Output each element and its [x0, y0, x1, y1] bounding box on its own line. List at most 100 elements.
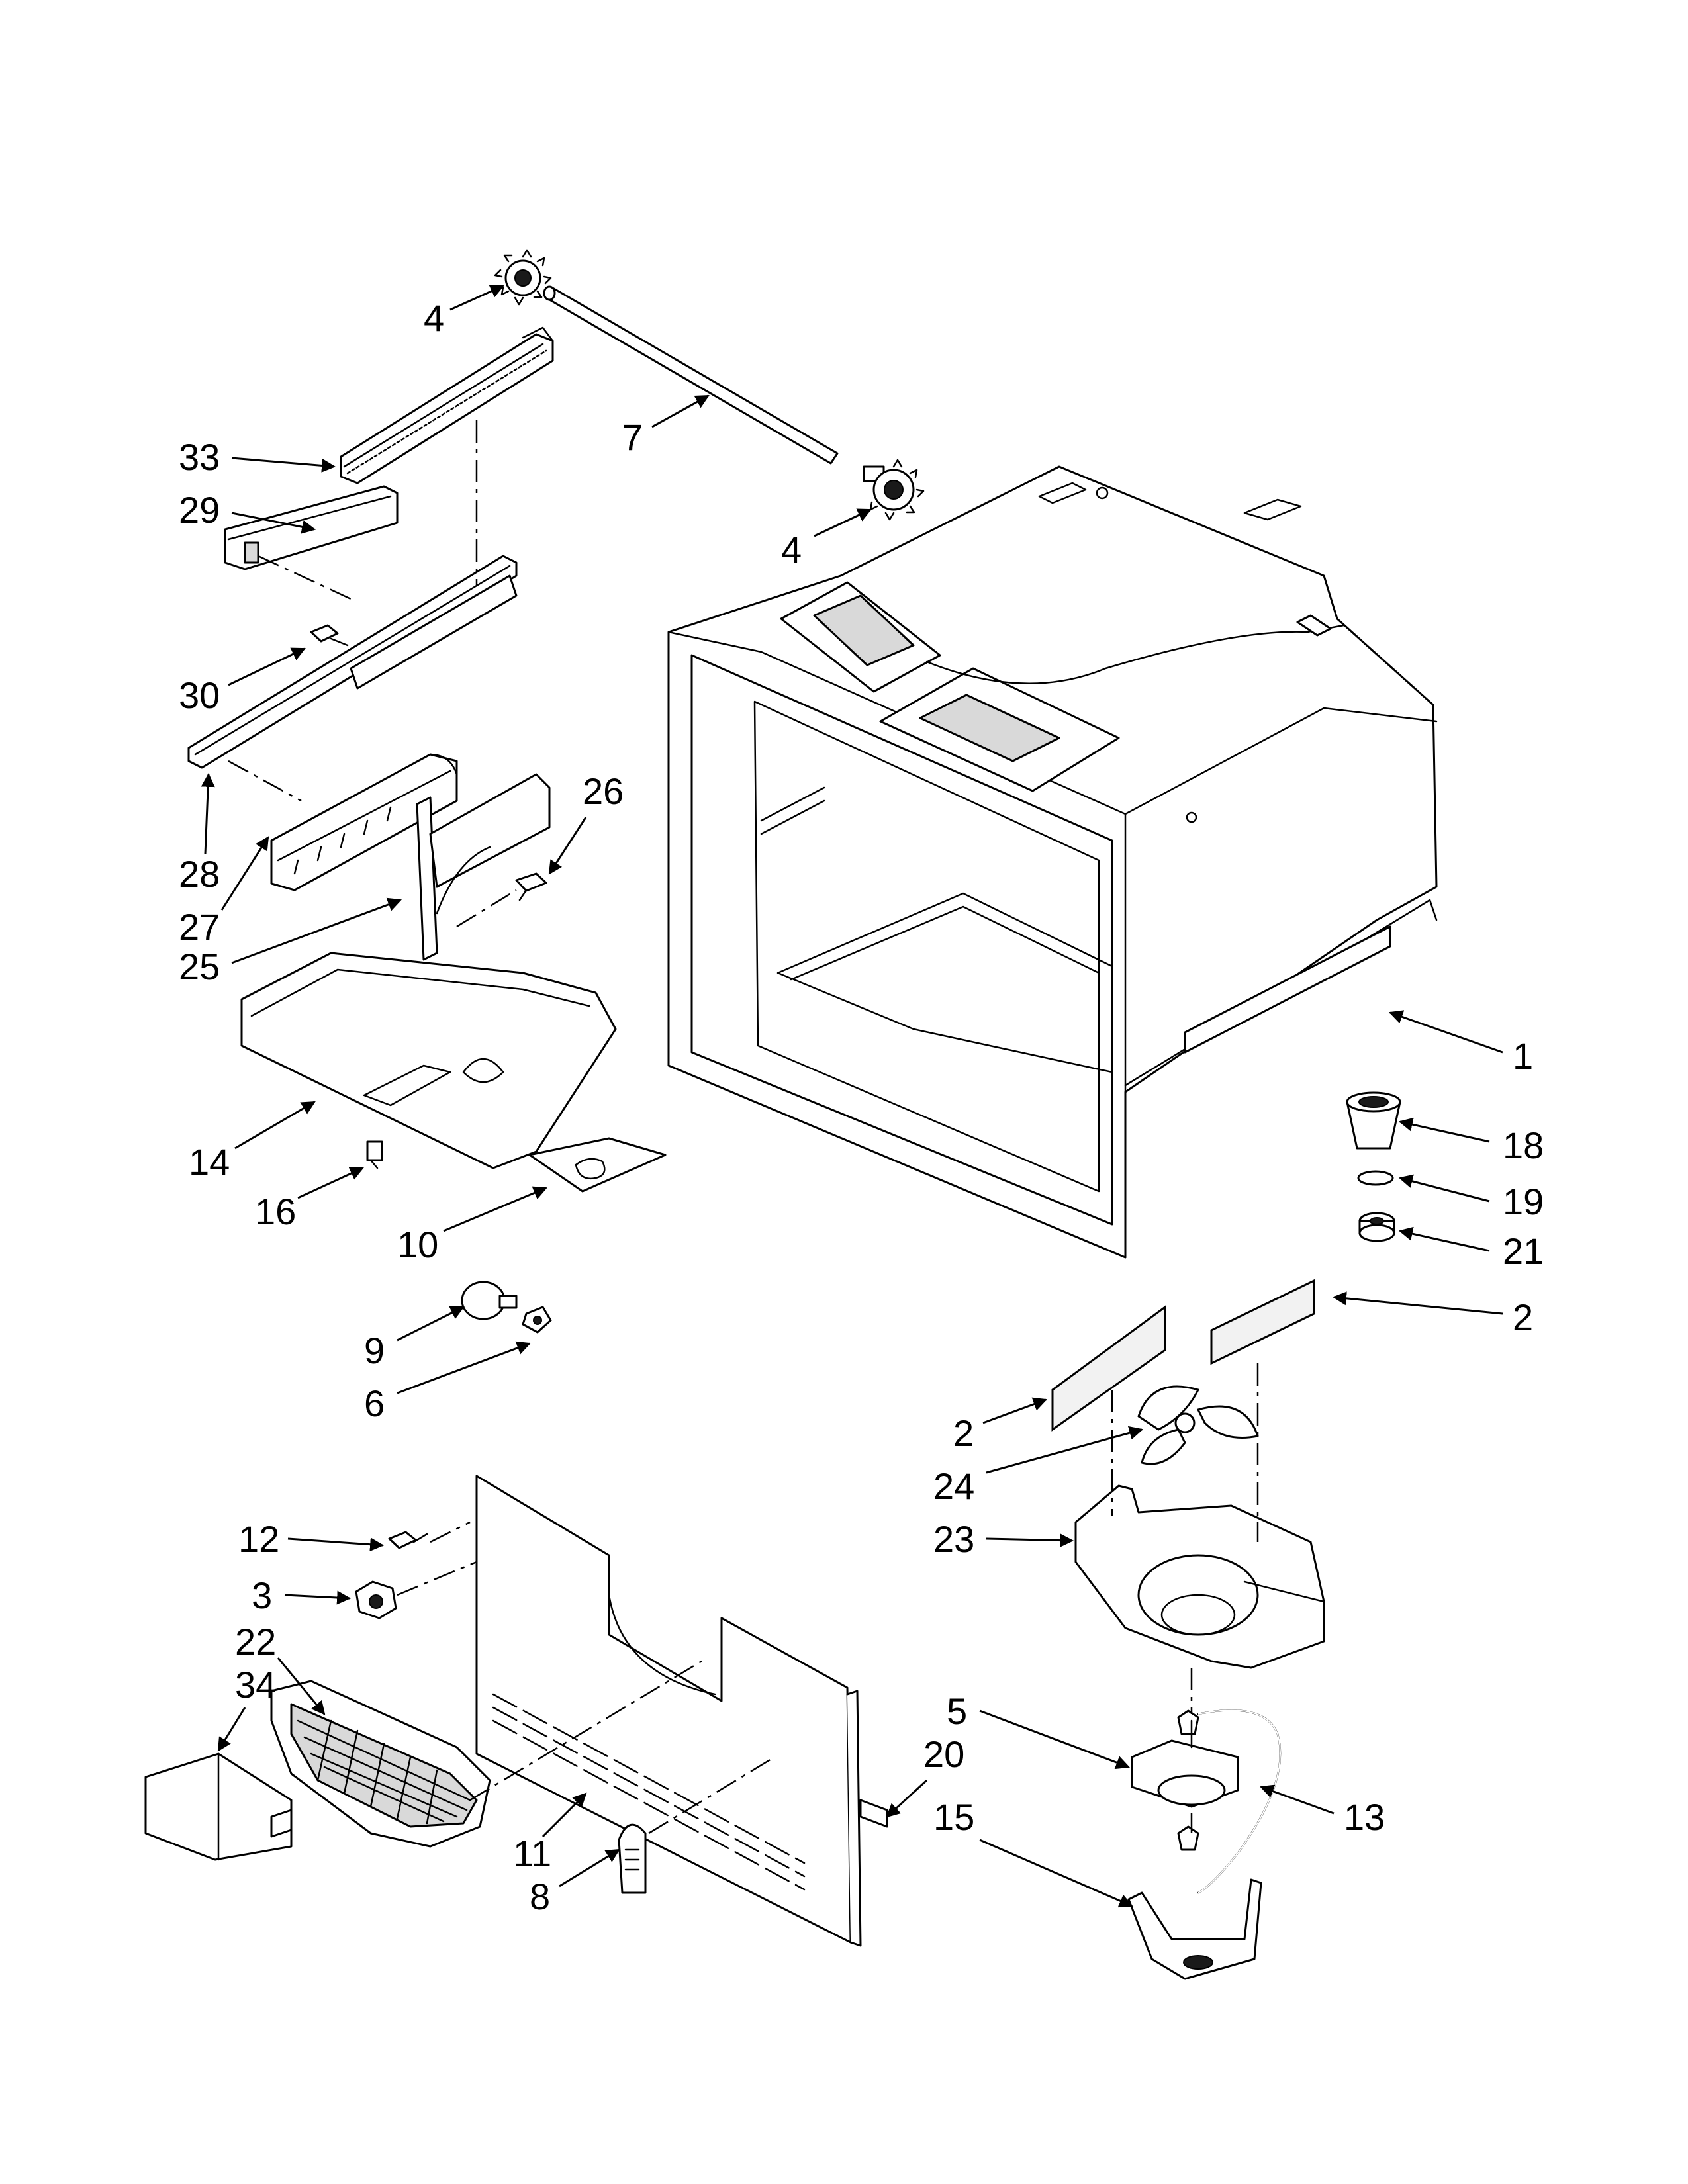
light-switch	[355, 1580, 397, 1619]
label-sheet	[528, 1137, 667, 1193]
fan-motor	[1131, 1709, 1239, 1808]
leader-arrow	[886, 1779, 928, 1818]
leader-arrow	[217, 1707, 246, 1752]
callout-c24: 24	[933, 1426, 1144, 1507]
lamp-socket	[522, 1306, 552, 1334]
leader-arrow	[201, 772, 215, 854]
part-number-label: 33	[179, 436, 220, 478]
part-number-label: 4	[781, 529, 802, 570]
leader-arrow	[449, 285, 504, 311]
leader-arrow	[1332, 1291, 1503, 1315]
part-number-label: 13	[1344, 1796, 1385, 1838]
leader-arrow	[228, 647, 306, 686]
part-number-label: 20	[923, 1733, 964, 1775]
part-number-label: 14	[189, 1141, 230, 1183]
callout-c13: 13	[1260, 1784, 1385, 1838]
leader-arrow	[297, 1167, 364, 1199]
leader-arrow	[231, 457, 336, 473]
leader-arrow	[548, 817, 587, 875]
drawer-tray	[240, 952, 617, 1169]
callout-c15: 15	[933, 1796, 1133, 1908]
screw-12	[388, 1531, 428, 1549]
part-number-label: 27	[179, 906, 220, 948]
part-number-label: 3	[252, 1574, 272, 1616]
leader-arrow	[651, 394, 710, 428]
leader-arrow	[1260, 1784, 1335, 1815]
mounting-plate	[416, 773, 551, 961]
callout-c5: 5	[947, 1690, 1130, 1770]
leader-arrow	[231, 897, 402, 964]
leader-arrow	[982, 1397, 1047, 1424]
callout-c20: 20	[886, 1733, 964, 1818]
drain-gasket	[1357, 1170, 1394, 1186]
leader-arrow	[284, 1590, 352, 1605]
part-number-label: 2	[953, 1412, 974, 1454]
slide-rail-cover	[340, 326, 554, 484]
callout-c27: 27	[179, 836, 269, 948]
callout-c12: 12	[238, 1518, 385, 1560]
callout-c2b: 2	[953, 1397, 1047, 1454]
callout-c3: 3	[252, 1574, 352, 1616]
leader-arrow	[443, 1186, 547, 1232]
callout-c18: 18	[1398, 1117, 1544, 1166]
callout-c10: 10	[397, 1186, 547, 1265]
slide-bracket-front	[270, 753, 458, 891]
callout-c9: 9	[364, 1306, 465, 1371]
part-number-label: 1	[1513, 1035, 1533, 1077]
long-slide-rail	[187, 555, 518, 769]
clip-8	[618, 1823, 647, 1894]
leader-arrow	[220, 836, 269, 911]
part-number-label: 2	[1513, 1297, 1533, 1338]
part-number-label: 21	[1503, 1230, 1544, 1272]
callout-c8: 8	[530, 1848, 620, 1917]
part-number-label: 28	[179, 853, 220, 895]
leader-arrow	[1389, 1010, 1503, 1054]
callout-c28: 28	[179, 772, 220, 895]
callout-c34: 34	[217, 1664, 276, 1752]
leader-arrow	[397, 1306, 465, 1342]
part-number-label: 18	[1503, 1124, 1544, 1166]
part-number-label: 10	[397, 1224, 438, 1265]
part-number-label: 12	[238, 1518, 279, 1560]
callout-layer: 4733294302628272514161011819219622242312…	[179, 285, 1544, 1917]
callout-c1: 1	[1389, 1010, 1533, 1077]
leader-arrow	[979, 1709, 1130, 1770]
leader-arrow	[231, 512, 316, 534]
leader-arrow	[277, 1657, 326, 1715]
leader-arrow	[397, 1341, 531, 1394]
part-number-label: 30	[179, 674, 220, 716]
callout-c2a: 2	[1332, 1291, 1533, 1338]
leader-arrow	[234, 1101, 316, 1150]
motor-bracket	[1127, 1825, 1262, 1980]
assembly-lines	[228, 420, 1259, 1835]
part-number-label: 11	[513, 1833, 551, 1874]
leader-arrow	[986, 1533, 1074, 1548]
leader-arrow	[1398, 1174, 1490, 1203]
callout-c22: 22	[235, 1621, 326, 1715]
part-number-label: 6	[364, 1383, 385, 1424]
leader-arrow	[1398, 1226, 1490, 1252]
callout-c11: 11	[513, 1792, 587, 1874]
rear-panel	[475, 1475, 862, 1947]
grille-cover	[144, 1752, 293, 1861]
air-grille	[270, 1680, 491, 1848]
callout-c4b: 4	[781, 508, 872, 570]
motor-wire	[1197, 1709, 1282, 1894]
gear-top	[494, 249, 552, 306]
clip-16	[366, 1140, 383, 1169]
drain-washer	[1358, 1212, 1395, 1242]
crossbar-rod	[543, 285, 839, 465]
callout-c33: 33	[179, 436, 336, 478]
callout-c14: 14	[189, 1101, 316, 1183]
part-number-label: 16	[255, 1191, 296, 1232]
leader-arrow	[287, 1537, 385, 1552]
leader-arrow	[986, 1426, 1144, 1474]
callout-c26: 26	[548, 770, 624, 875]
part-number-label: 25	[179, 946, 220, 987]
drain-cup	[1346, 1091, 1401, 1150]
part-number-label: 24	[933, 1465, 974, 1507]
callout-c29: 29	[179, 489, 316, 534]
part-number-label: 7	[622, 416, 643, 458]
part-number-label: 15	[933, 1796, 974, 1838]
part-number-label: 23	[933, 1518, 974, 1560]
